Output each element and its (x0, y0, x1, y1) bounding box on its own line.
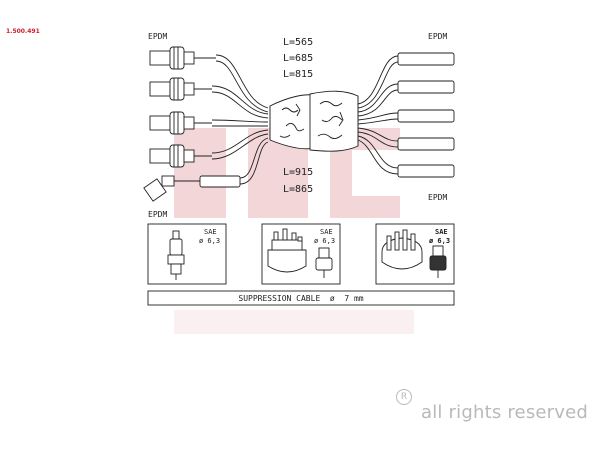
length-label-3: L=815 (283, 69, 313, 80)
wire-r3b (357, 118, 399, 125)
wire-2b (211, 91, 269, 119)
wire-3a (211, 119, 269, 123)
watermark-letter-block-1 (174, 128, 226, 218)
boot-2 (149, 77, 212, 101)
loom-right-sleeve (309, 90, 359, 152)
wire-r5b (357, 139, 399, 175)
loom-left-sleeve (269, 94, 315, 150)
watermark-underline (174, 310, 414, 334)
part-number: 1.500.491 (6, 28, 40, 35)
connector-box-distributor-1 (261, 223, 341, 285)
wire-4a (211, 129, 269, 154)
spark-plug-icon (167, 230, 185, 280)
right-boot-5 (397, 164, 455, 178)
coil-connector-angled (143, 175, 241, 202)
terminal-icon-1 (315, 247, 333, 278)
left-wires (211, 54, 269, 185)
right-boot-3 (397, 109, 455, 123)
wire-r2a (357, 83, 399, 113)
connector-2-size: ø 6,3 (314, 237, 335, 245)
left-boots (143, 46, 241, 202)
connector-box-distributor-2 (375, 223, 455, 285)
terminal-icon-2 (429, 245, 447, 278)
epdm-label-top-left: EPDM (148, 32, 167, 41)
right-boot-4 (397, 137, 455, 151)
distributor-cap-icon-2 (381, 229, 423, 270)
rights-watermark: all rights reserved (421, 402, 589, 423)
boot-4 (149, 144, 212, 168)
wire-r2b (357, 89, 399, 117)
wire-r5a (357, 135, 399, 169)
connector-1-size: ø 6,3 (199, 237, 220, 245)
wire-r4a (357, 127, 399, 142)
wire-r1a (357, 55, 399, 105)
spec-bar-text: SUPPRESSION CABLE ø 7 mm (238, 294, 363, 303)
length-label-1: L=565 (283, 37, 313, 48)
wire-2a (211, 85, 269, 115)
right-wires (357, 55, 399, 175)
cable-loom (269, 90, 359, 152)
wire-1a (215, 54, 269, 109)
spec-bar-frame (147, 290, 455, 306)
registered-mark-icon: R (396, 389, 412, 405)
distributor-cap-icon-1 (267, 228, 307, 273)
wire-r1b (357, 61, 399, 109)
epdm-label-top-right: EPDM (428, 32, 447, 41)
epdm-label-bottom-left: EPDM (148, 210, 167, 219)
right-boot-1 (397, 52, 455, 66)
boot-1 (149, 46, 216, 70)
boot-3 (149, 111, 212, 135)
connector-panels (147, 223, 455, 285)
length-label-2: L=685 (283, 53, 313, 64)
wire-r3a (357, 112, 399, 121)
connector-2-standard: SAE (320, 228, 333, 236)
epdm-label-bottom-right: EPDM (428, 193, 447, 202)
wire-4b (211, 133, 269, 160)
wire-5a (239, 137, 269, 179)
length-label-4: L=915 (283, 167, 313, 178)
connector-3-size: ø 6,3 (429, 237, 450, 245)
watermark-letter-block-3 (330, 128, 400, 218)
right-boot-2 (397, 80, 455, 94)
connector-box-plug (147, 223, 227, 285)
right-boots (397, 52, 455, 178)
wire-5b (239, 141, 269, 185)
connector-1-standard: SAE (204, 228, 217, 236)
length-label-5: L=865 (283, 184, 313, 195)
connector-3-standard: SAE (435, 228, 448, 236)
wire-1b (215, 60, 269, 113)
wire-r4b (357, 131, 399, 148)
